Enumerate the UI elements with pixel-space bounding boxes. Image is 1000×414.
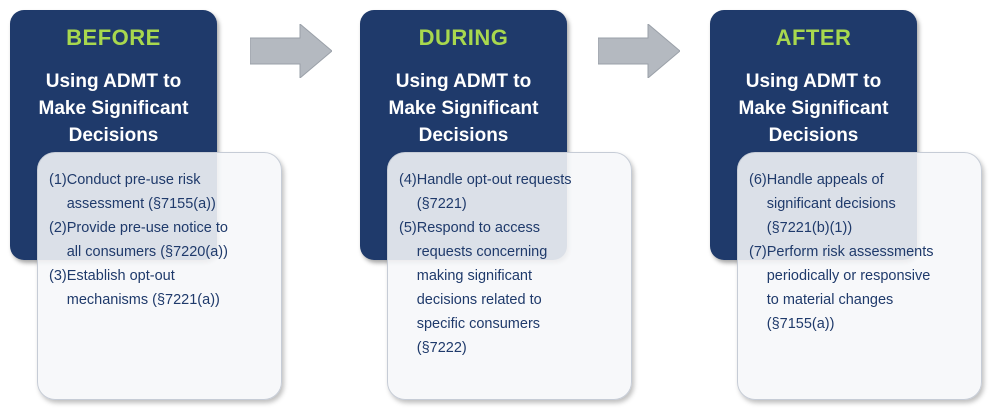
item-line: (§7155(a)) (766, 316, 835, 332)
item-line: requests concerning (416, 244, 548, 260)
phase-detail-card: (4) Handle opt-out requests (§7221) (5) … (387, 152, 632, 400)
subtitle-line: Using ADMT to (395, 71, 532, 92)
arrow-right-icon (598, 24, 680, 78)
subtitle-line: Make Significant (38, 98, 189, 119)
list-item: (5) Respond to access requests concernin… (399, 216, 623, 360)
item-line: making significant (416, 268, 532, 284)
phase-subtitle: Using ADMT to Make Significant Decisions (710, 68, 917, 149)
item-number: (5) (399, 220, 417, 236)
subtitle-line: Decisions (68, 125, 159, 146)
subtitle-line: Decisions (768, 125, 859, 146)
list-item: (6) Handle appeals of significant decisi… (749, 168, 973, 240)
item-line: Provide pre-use notice to (66, 220, 228, 236)
item-number: (3) (49, 268, 67, 284)
item-line: significant decisions (766, 196, 896, 212)
item-text: Perform risk assessments periodically or… (767, 240, 973, 336)
subtitle-line: Make Significant (388, 98, 539, 119)
item-text: Establish opt-out mechanisms (§7221(a)) (67, 264, 273, 312)
item-line: Conduct pre-use risk (66, 172, 201, 188)
phase-label: BEFORE (66, 25, 161, 50)
item-line: (§7222) (416, 340, 467, 356)
subtitle-line: Decisions (418, 125, 509, 146)
phase-after: AFTER Using ADMT to Make Significant Dec… (710, 0, 982, 414)
phase-label: AFTER (775, 25, 852, 50)
item-line: decisions related to (416, 292, 542, 308)
item-text: Conduct pre-use risk assessment (§7155(a… (67, 168, 273, 216)
item-line: to material changes (766, 292, 894, 308)
phase-detail-card: (6) Handle appeals of significant decisi… (737, 152, 982, 400)
list-item: (7) Perform risk assessments periodicall… (749, 240, 973, 336)
item-text: Respond to access requests concerning ma… (417, 216, 623, 360)
phase-during: DURING Using ADMT to Make Significant De… (360, 0, 632, 414)
list-item: (3) Establish opt-out mechanisms (§7221(… (49, 264, 273, 312)
item-line: Establish opt-out (66, 268, 175, 284)
item-number: (1) (49, 172, 67, 188)
item-line: (§7221) (416, 196, 467, 212)
arrow-right-icon (250, 24, 332, 78)
subtitle-line: Make Significant (738, 98, 889, 119)
item-text: Provide pre-use notice to all consumers … (67, 216, 273, 264)
phase-detail-card: (1) Conduct pre-use risk assessment (§71… (37, 152, 282, 400)
item-line: Perform risk assessments (766, 244, 934, 260)
phase-subtitle: Using ADMT to Make Significant Decisions (360, 68, 567, 149)
item-number: (7) (749, 244, 767, 260)
item-line: (§7221(b)(1)) (766, 220, 853, 236)
phase-subtitle: Using ADMT to Make Significant Decisions (10, 68, 217, 149)
item-number: (2) (49, 220, 67, 236)
item-line: Handle appeals of (766, 172, 884, 188)
item-line: assessment (§7155(a)) (66, 196, 216, 212)
item-line: specific consumers (416, 316, 541, 332)
subtitle-line: Using ADMT to (745, 71, 882, 92)
item-line: Respond to access (416, 220, 541, 236)
item-line: all consumers (§7220(a)) (66, 244, 228, 260)
item-number: (4) (399, 172, 417, 188)
list-item: (4) Handle opt-out requests (§7221) (399, 168, 623, 216)
item-line: mechanisms (§7221(a)) (66, 292, 220, 308)
item-text: Handle opt-out requests (§7221) (417, 168, 623, 216)
list-item: (1) Conduct pre-use risk assessment (§71… (49, 168, 273, 216)
item-number: (6) (749, 172, 767, 188)
item-text: Handle appeals of significant decisions … (767, 168, 973, 240)
phase-label: DURING (418, 25, 509, 50)
list-item: (2) Provide pre-use notice to all consum… (49, 216, 273, 264)
subtitle-line: Using ADMT to (45, 71, 182, 92)
item-line: Handle opt-out requests (416, 172, 572, 188)
phase-before: BEFORE Using ADMT to Make Significant De… (10, 0, 282, 414)
item-line: periodically or responsive (766, 268, 931, 284)
